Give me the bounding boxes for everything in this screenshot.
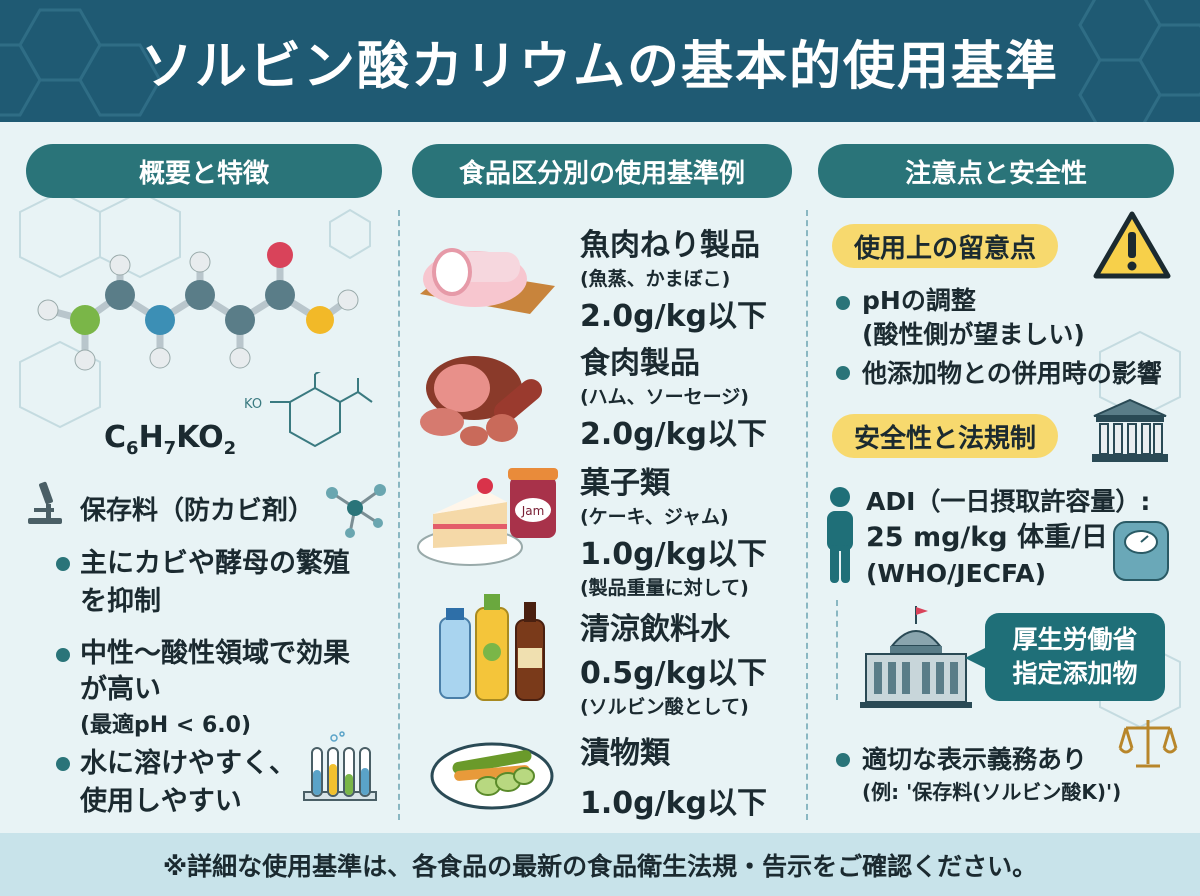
warning-icon xyxy=(1093,211,1171,279)
molecule-model-icon xyxy=(37,242,359,371)
bullet-dot xyxy=(56,648,70,662)
structure-label: KO xyxy=(244,397,262,412)
column-divider-left xyxy=(398,210,400,820)
ministry-building-icon xyxy=(860,606,972,708)
microscope-icon xyxy=(28,481,62,524)
jam-label: Jam xyxy=(521,504,545,518)
callout-pointer xyxy=(965,648,985,668)
section-connector xyxy=(836,600,838,700)
bullet-ph-adjust: pHの調整(酸性側が望ましい) xyxy=(862,286,1085,349)
person-icon xyxy=(827,487,853,583)
footer-disclaimer: ※詳細な使用基準は、各食品の最新の食品衛生法規・告示をご確認ください。 xyxy=(0,833,1200,896)
category-label: 保存料（防カビ剤） xyxy=(80,496,315,526)
safety-regulation-badge: 安全性と法規制 xyxy=(832,414,1059,458)
bullet-dot xyxy=(56,757,70,771)
test-tubes-icon xyxy=(303,731,377,801)
labeling-obligation: 適切な表示義務あり xyxy=(862,745,1088,774)
labeling-example: (例: '保存料(ソルビン酸K)') xyxy=(862,780,1122,804)
page-title: ソルビン酸カリウムの基本的使用基準 xyxy=(140,36,1059,97)
bullet-solubility: 水に溶けやすく、使用しやすい xyxy=(80,748,296,817)
pickles-icon xyxy=(430,742,554,810)
kamaboko-icon xyxy=(420,248,555,314)
usage-notes-badge: 使用上の留意点 xyxy=(832,224,1059,268)
ham-sausage-icon xyxy=(420,356,543,446)
header-banner: ソルビン酸カリウムの基本的使用基準 xyxy=(0,0,1200,122)
bullet-dot xyxy=(836,296,850,310)
food-item-fish-paste: 魚肉ねり製品 (魚蒸、かまぼこ) 2.0g/kg以下 xyxy=(580,228,768,334)
food-item-pickles: 漬物類 1.0g/kg以下 xyxy=(580,736,768,821)
safety-heading: 注意点と安全性 xyxy=(818,144,1174,198)
bullet-ph-effect: 中性〜酸性領域で効果が高い (最適pH < 6.0) xyxy=(80,638,350,738)
chemical-formula: C6H7KO2 xyxy=(104,420,237,459)
justice-scale-icon xyxy=(1118,720,1178,768)
bullet-fungus: 主にカビや酵母の繁殖を抑制 xyxy=(80,548,350,617)
mhlw-designation-badge: 厚生労働省 指定添加物 xyxy=(985,613,1165,701)
food-standards-heading: 食品区分別の使用基準例 xyxy=(412,144,792,198)
overview-heading: 概要と特徴 xyxy=(26,144,382,198)
bullet-dot xyxy=(56,557,70,571)
molecule-icon xyxy=(326,484,386,538)
adi-info: ADI（一日摂取許容量）: 25 mg/kg 体重/日 (WHO/JECFA) xyxy=(866,487,1151,588)
government-building-icon xyxy=(1092,398,1168,462)
cake-jam-icon: Jam xyxy=(417,468,558,566)
structural-formula-icon: KO xyxy=(244,372,373,448)
column-divider-right xyxy=(806,210,808,820)
hexagon-pattern-icon xyxy=(0,0,1200,122)
scale-icon xyxy=(1113,521,1169,581)
food-item-meat: 食肉製品 (ハム、ソーセージ) 2.0g/kg以下 xyxy=(580,346,768,452)
drinks-icon xyxy=(439,594,545,701)
bullet-dot xyxy=(836,366,850,380)
bullet-dot xyxy=(836,753,850,767)
food-item-confectionery: 菓子類 (ケーキ、ジャム) 1.0g/kg以下 (製品重量に対して) xyxy=(580,466,768,599)
bullet-combined-use: 他添加物との併用時の影響 xyxy=(862,359,1162,388)
food-item-soft-drinks: 清涼飲料水 0.5g/kg以下 (ソルビン酸として) xyxy=(580,612,768,718)
